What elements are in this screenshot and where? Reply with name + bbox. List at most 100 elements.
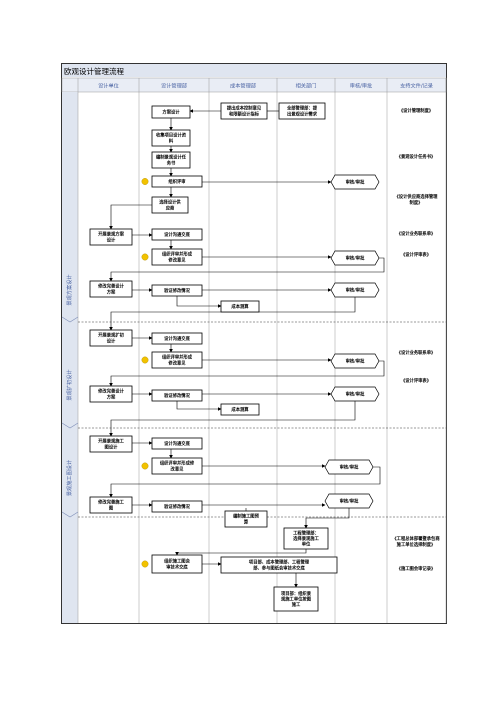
- process-box-label: 组织评审并形成: [162, 354, 193, 361]
- process-box-label: 务书: [167, 159, 176, 166]
- connector: [175, 549, 307, 556]
- support-doc: 《设计评审表》: [401, 377, 431, 384]
- review-diamond: [324, 493, 374, 509]
- process-box-label: 审技术交底: [166, 563, 188, 570]
- process-box: [220, 102, 268, 120]
- process-box: [89, 385, 133, 403]
- process-box-label: 料: [169, 137, 174, 144]
- process-box: [151, 389, 203, 402]
- process-box: [89, 496, 133, 514]
- phase-sidebar: [62, 92, 78, 623]
- process-box-label: 修改意见: [167, 256, 186, 263]
- review-diamond: [330, 174, 380, 190]
- process-box-label: 成本测算: [231, 303, 249, 310]
- review-label: 审核/审批: [346, 358, 365, 365]
- process-box-label: 收集项目设计资: [156, 132, 187, 139]
- process-box-label: 部、参与图纸会审技术交底: [253, 564, 305, 571]
- process-box-label: 施工: [292, 601, 301, 608]
- support-doc: 《设计供应商选择管理: [395, 193, 439, 200]
- process-box-label: 出景观设计需求: [287, 110, 318, 117]
- process-boxes: 方案设计提出成本控制意见和限额设计指标全部管理部：提出景观设计需求收集项目设计资…: [89, 102, 338, 612]
- process-box-label: 验证修改情况: [164, 392, 190, 399]
- process-box-label: 项目部、成本管理部、工程管理: [249, 559, 310, 566]
- column-header: 设计管理部: [161, 82, 187, 90]
- support-doc: 《景观设计任务书》: [397, 153, 436, 160]
- process-box-label: 验证修改情况: [164, 503, 190, 510]
- key-control-icon: [141, 178, 149, 185]
- support-doc: 施工单位选择制度》: [397, 541, 436, 548]
- process-box-label: 应商: [166, 204, 175, 211]
- column-header: 支持文件/记录: [400, 82, 433, 90]
- process-box: [151, 437, 203, 450]
- review-diamond: [324, 459, 374, 475]
- review-diamond: [330, 282, 380, 298]
- review-label: 审核/审批: [340, 498, 359, 505]
- process-box-label: 修改完善设计: [97, 388, 124, 395]
- process-box-label: 单位: [302, 541, 311, 548]
- process-box-label: 开展景观方案: [98, 231, 124, 238]
- page-title: 欧观设计管理流程: [64, 66, 124, 76]
- support-doc: 《施工图会审记录》: [397, 565, 436, 572]
- review-label: 审核/审批: [346, 287, 365, 294]
- phase-chevron: [61, 316, 79, 323]
- support-doc: 《设计评审表》: [401, 251, 431, 258]
- support-doc: 《工程总体部署暨承包商: [392, 535, 440, 542]
- column-header: 设计单位: [98, 82, 119, 90]
- key-control-icon: [141, 462, 149, 470]
- review-diamond: [330, 386, 380, 402]
- process-box: [151, 554, 203, 574]
- process-box-label: 组织评审并形成: [162, 251, 193, 258]
- review-diamond: [330, 250, 380, 266]
- process-box-label: 设计沟通交底: [164, 231, 190, 238]
- support-doc: 《设计管理制度》: [399, 107, 433, 114]
- process-box-label: 修改完善施工: [97, 499, 124, 506]
- process-box: [278, 102, 326, 120]
- process-box-label: 设计: [107, 337, 116, 344]
- review-diamond: [330, 353, 380, 369]
- process-box: [224, 510, 268, 528]
- title-bar: [62, 64, 446, 77]
- support-documents: 《设计管理制度》《景观设计任务书》《设计供应商选择管理制度》《设计业务联系单》《…: [392, 107, 440, 572]
- process-box: [89, 228, 133, 246]
- process-box-label: 开展景观施工: [98, 438, 124, 445]
- process-box: [151, 284, 203, 297]
- process-box-label: 方案设计: [162, 109, 180, 116]
- connector: [109, 257, 385, 282]
- process-box-label: 图设计: [105, 443, 119, 450]
- process-box-label: 组织施工图会: [164, 558, 190, 565]
- process-box-label: 观施工单位按图: [281, 596, 312, 603]
- review-label: 审核/审批: [346, 391, 365, 398]
- process-box-label: 编制施工图预: [233, 513, 259, 520]
- process-box-label: 编制景观设计任: [156, 154, 187, 161]
- process-box: [151, 228, 203, 241]
- process-box-label: 图: [109, 504, 114, 511]
- key-control-icon: [141, 560, 149, 568]
- process-box: [89, 280, 133, 298]
- connector: [176, 401, 222, 411]
- process-box-label: 和限额设计指标: [229, 110, 260, 117]
- process-box-label: 工程管理部：: [293, 529, 319, 536]
- process-box-label: 修改意见: [167, 359, 186, 366]
- phase-label: 景观方案设计: [65, 274, 73, 305]
- process-box: [89, 329, 133, 347]
- process-box: [151, 151, 191, 169]
- process-box-label: 修改完善设计: [97, 283, 124, 290]
- review-label: 审核/审批: [346, 179, 365, 186]
- process-box-label: 开展景观扩初: [98, 332, 124, 339]
- process-box-label: 成本测算: [231, 406, 249, 413]
- process-box: [151, 105, 191, 119]
- connector: [109, 360, 385, 387]
- review-label: 审核/审批: [346, 255, 365, 262]
- process-box: [151, 457, 203, 475]
- key-control-icon: [141, 356, 149, 364]
- phase-label: 景观扩初设计: [65, 369, 73, 400]
- process-box-label: 验证修改情况: [164, 287, 190, 294]
- process-box-label: 设计沟通交底: [164, 335, 190, 342]
- process-box: [220, 403, 260, 416]
- connector: [304, 508, 350, 529]
- phase-chevron: [61, 511, 79, 518]
- process-box: [151, 500, 203, 513]
- process-box-label: 设计: [107, 236, 116, 243]
